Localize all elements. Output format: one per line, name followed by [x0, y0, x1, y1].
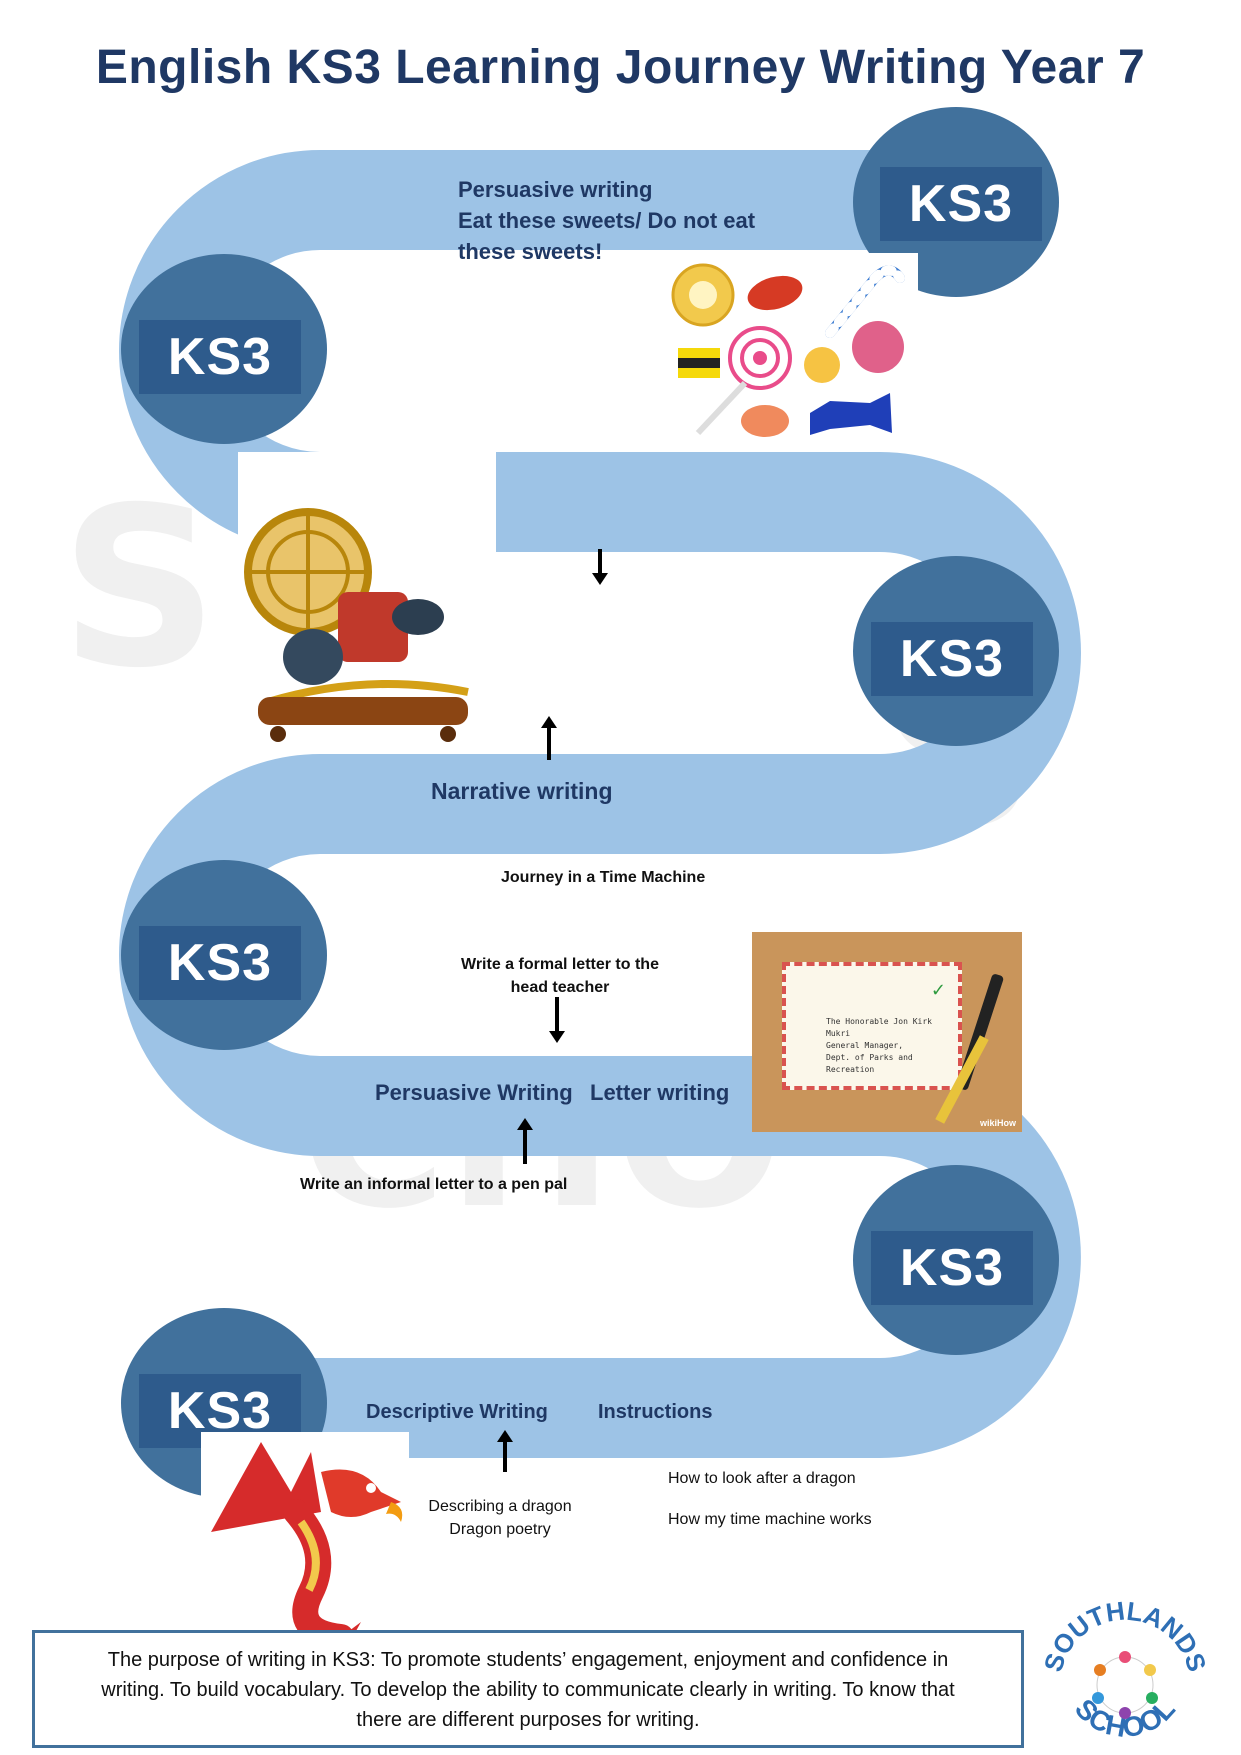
purpose-line1: The purpose of writing in KS3: To promot… — [107, 1649, 949, 1671]
purpose-line3: there are different purposes for writing… — [356, 1709, 700, 1731]
letter-line: General Manager, — [826, 1041, 904, 1050]
ks3-badge: KS3 — [853, 556, 1059, 746]
letter-line: The Honorable Jon Kirk Mukri — [826, 1017, 932, 1038]
logo-figures — [1092, 1651, 1158, 1719]
purpose-line2: writing. To build vocabulary. To develop… — [101, 1679, 955, 1701]
purpose-box: The purpose of writing in KS3: To promot… — [32, 1630, 1024, 1748]
stage4-heading-descriptive: Descriptive Writing — [366, 1401, 548, 1423]
svg-text:SOUTHLANDS: SOUTHLANDS — [1040, 1596, 1210, 1676]
stage1-text: Persuasive writing Eat these sweets/ Do … — [458, 174, 755, 267]
logo-text-top: SOUTHLANDS — [1038, 1596, 1213, 1676]
time-machine-illustration — [238, 452, 496, 752]
stage2-heading: Narrative writing — [431, 778, 613, 804]
instructions-task-2: How my time machine works — [668, 1511, 872, 1528]
descriptive-task-1: Describing a dragon — [428, 1498, 572, 1515]
descriptive-tasks: Describing a dragon Dragon poetry — [420, 1495, 580, 1541]
southlands-logo: SOUTHLANDS SCHOOL — [1038, 1590, 1213, 1750]
letter-address: The Honorable Jon Kirk Mukri General Man… — [826, 1016, 958, 1076]
stage1-heading: Persuasive writing — [458, 177, 653, 202]
stage3-heading-letter: Letter writing — [590, 1080, 730, 1105]
envelope: The Honorable Jon Kirk Mukri General Man… — [782, 962, 962, 1090]
up-arrow — [497, 1430, 513, 1472]
stage3-heading-persuasive: Persuasive Writing — [375, 1080, 573, 1105]
down-arrow — [549, 997, 565, 1043]
up-arrow — [541, 716, 557, 760]
ks3-badge: KS3 — [853, 107, 1059, 297]
ks3-badge: KS3 — [121, 254, 327, 444]
informal-letter-task: Write an informal letter to a pen pal — [300, 1176, 568, 1193]
formal-letter-line2: head teacher — [510, 979, 610, 996]
page-title: English KS3 Learning Journey Writing Yea… — [95, 41, 1146, 94]
sweets-illustration — [660, 253, 918, 445]
letter-illustration: The Honorable Jon Kirk Mukri General Man… — [752, 932, 1022, 1132]
wikihow-mark: wikiHow — [979, 1118, 1016, 1128]
ks3-label: KS3 — [871, 1231, 1033, 1305]
ks3-label: KS3 — [871, 622, 1033, 696]
up-arrow — [517, 1118, 533, 1164]
down-arrow — [592, 549, 608, 585]
ks3-badge: KS3 — [121, 860, 327, 1050]
formal-letter-task: Write a formal letter to the head teache… — [440, 953, 680, 999]
checkmark-icon: ✓ — [930, 980, 946, 1000]
stage4-heading-instructions: Instructions — [598, 1401, 713, 1423]
ks3-label: KS3 — [880, 167, 1042, 241]
letter-line: Dept. of Parks and Recreation — [826, 1053, 913, 1074]
ks3-label: KS3 — [139, 926, 301, 1000]
descriptive-task-2: Dragon poetry — [449, 1521, 551, 1538]
stage1-line2: these sweets! — [458, 239, 603, 264]
stage1-line1: Eat these sweets/ Do not eat — [458, 208, 756, 233]
ks3-label: KS3 — [139, 320, 301, 394]
stage2-task: Journey in a Time Machine — [501, 869, 706, 886]
dragon-illustration — [201, 1432, 409, 1650]
formal-letter-line1: Write a formal letter to the — [461, 956, 659, 973]
ks3-badge: KS3 — [853, 1165, 1059, 1355]
instructions-task-1: How to look after a dragon — [668, 1470, 856, 1487]
